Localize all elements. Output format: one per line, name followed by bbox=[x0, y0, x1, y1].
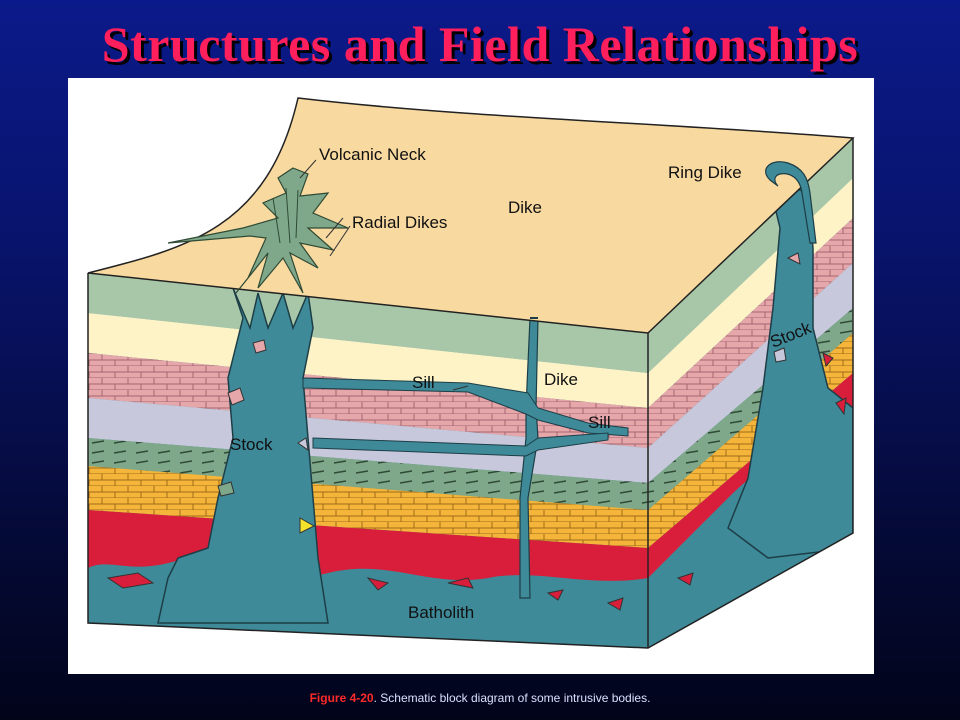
label-ring-dike: Ring Dike bbox=[668, 163, 742, 182]
label-stock-left: Stock bbox=[230, 435, 273, 454]
block-diagram: Volcanic Neck Radial Dikes Dike Ring Dik… bbox=[68, 78, 874, 674]
block-diagram-svg: Volcanic Neck Radial Dikes Dike Ring Dik… bbox=[87, 97, 855, 649]
cream-layer bbox=[88, 313, 648, 408]
label-volcanic-neck: Volcanic Neck bbox=[319, 145, 426, 164]
volcanic-neck bbox=[167, 167, 349, 294]
leader-sill bbox=[452, 385, 469, 391]
label-sill-left: Sill bbox=[412, 373, 435, 392]
label-dike-mid: Dike bbox=[544, 370, 578, 389]
sill bbox=[302, 377, 629, 437]
xenolith bbox=[252, 339, 267, 354]
green-layer bbox=[88, 273, 648, 373]
vertical-dike bbox=[519, 317, 539, 599]
figure-number: Figure 4-20 bbox=[309, 691, 374, 705]
front-face bbox=[88, 273, 648, 648]
label-sill-right: Sill bbox=[588, 413, 611, 432]
leader-radial-dikes bbox=[325, 217, 351, 257]
caption-text: . Schematic block diagram of some intrus… bbox=[373, 691, 651, 705]
lower-sill bbox=[312, 432, 609, 457]
label-dike-top: Dike bbox=[508, 198, 542, 217]
leader-volcanic-neck bbox=[299, 159, 317, 179]
label-radial-dikes: Radial Dikes bbox=[352, 213, 447, 232]
right-stock bbox=[727, 176, 853, 559]
ring-dike bbox=[765, 161, 817, 244]
label-batholith: Batholith bbox=[408, 603, 474, 622]
slide-title: Structures and Field Relationships bbox=[101, 16, 859, 72]
figure-caption: Figure 4-20. Schematic block diagram of … bbox=[0, 691, 960, 705]
left-stock bbox=[157, 287, 329, 624]
